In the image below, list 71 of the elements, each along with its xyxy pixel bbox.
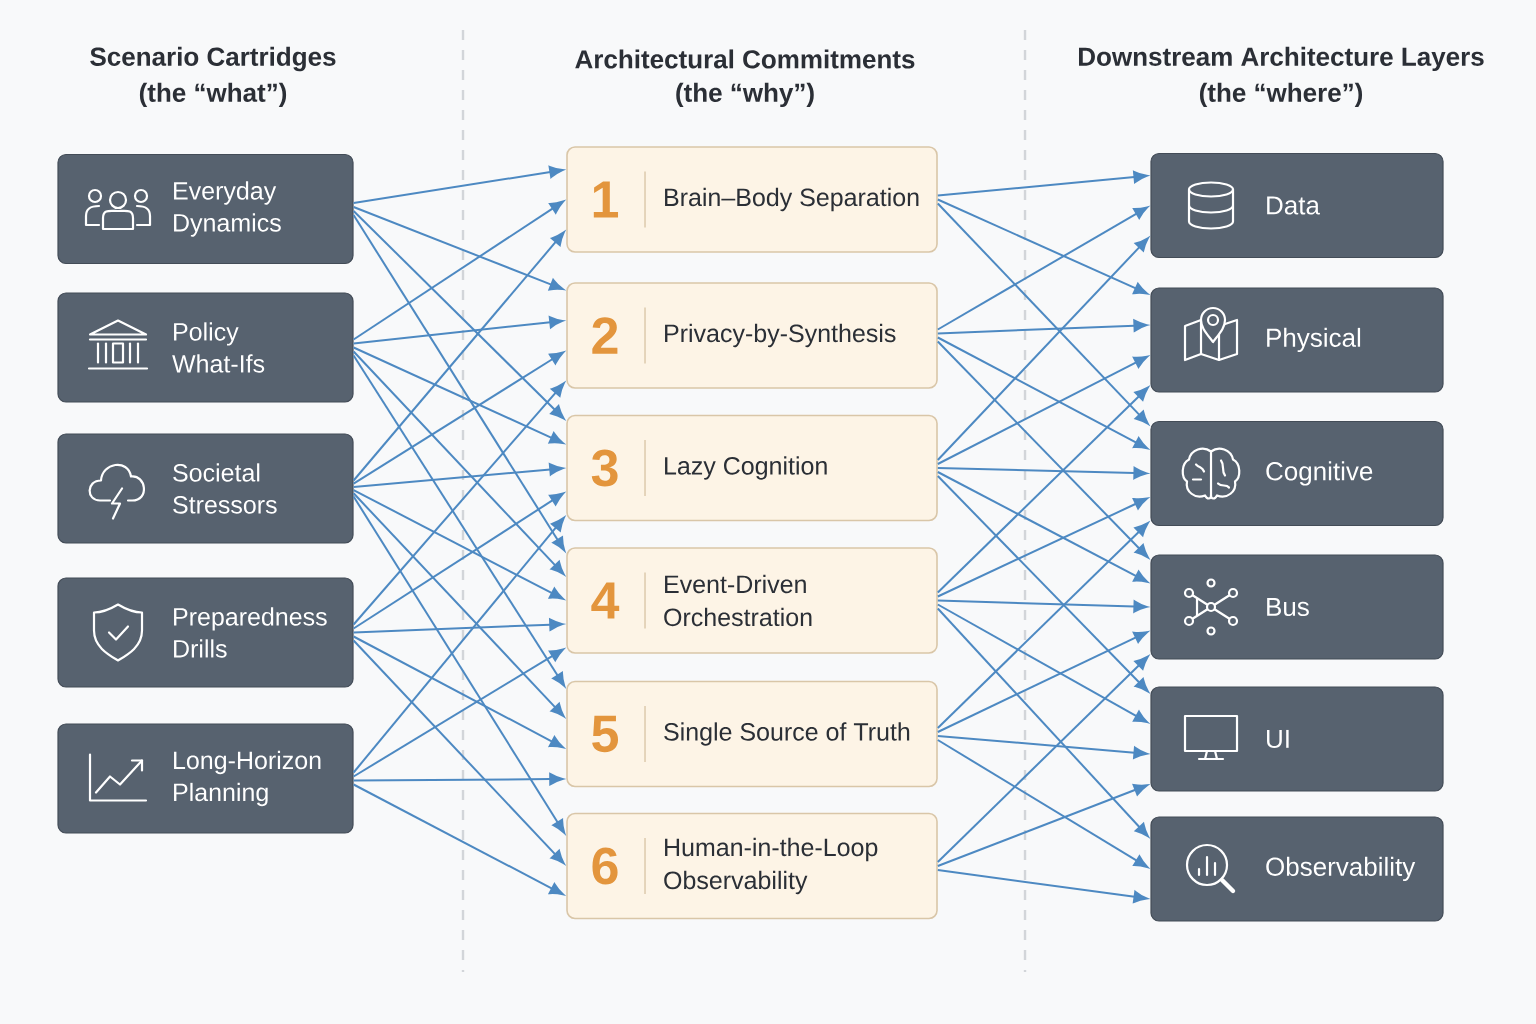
arrow (936, 340, 1149, 559)
scenario-box: Preparedness Drills (57, 577, 354, 688)
layer-box: Physical (1150, 287, 1444, 393)
arrow (936, 869, 1148, 903)
arrow (352, 316, 564, 345)
arrow (936, 522, 1149, 729)
scenario-box: Policy What-Ifs (57, 292, 354, 403)
arrow (352, 772, 564, 786)
arrow (352, 382, 565, 626)
arrow (936, 198, 1148, 295)
arrow (352, 492, 565, 718)
arrow (936, 739, 1149, 869)
arrow (352, 635, 564, 749)
layer-box: UI (1150, 686, 1444, 792)
arrow (936, 336, 1149, 450)
arrow (936, 603, 1149, 724)
arrow (936, 735, 1148, 759)
column-heading: Architectural Commitments (575, 49, 915, 69)
arrow (352, 350, 565, 576)
commitment-box: 6 Human-in-the-Loop Observability (566, 812, 938, 920)
arrow (936, 497, 1148, 598)
column-heading: Downstream Architecture Layers (1079, 46, 1484, 72)
arrow (352, 516, 565, 774)
commitment-box: 1 Brain–Body Separation (566, 146, 938, 253)
column-heading: Scenario Cartridges (90, 46, 336, 72)
arrow (936, 783, 1148, 867)
arrow (352, 639, 565, 865)
arrow (936, 466, 1148, 480)
layer-box: Bus (1150, 554, 1444, 660)
arrow (936, 631, 1148, 733)
arrow (352, 648, 564, 778)
arrow (352, 165, 564, 204)
arrow (352, 495, 566, 834)
arrow (352, 463, 564, 488)
arrow (352, 489, 564, 600)
column-subheading: (the “what”) (139, 82, 287, 108)
commitment-box: 4 Event-Driven Orchestration (566, 547, 938, 654)
arrow (936, 655, 1149, 863)
column-subheading: (the “why”) (676, 82, 814, 108)
arrow (352, 210, 565, 420)
arrow (352, 618, 564, 634)
scenario-box: Long-Horizon Planning (57, 723, 354, 834)
arrow (936, 355, 1149, 465)
arrow (352, 206, 564, 291)
arrow (936, 599, 1148, 613)
arrow (936, 202, 1149, 425)
arrow (352, 351, 564, 485)
layer-box: Data (1150, 152, 1444, 259)
commitment-box: 3 Lazy Cognition (566, 414, 938, 522)
arrow (936, 475, 1149, 693)
arrow (352, 231, 565, 482)
arrow (352, 783, 564, 896)
arrow (352, 354, 566, 687)
arrow (936, 237, 1149, 461)
commitment-box: 2 Privacy-by-Synthesis (566, 282, 938, 389)
arrow (352, 492, 565, 630)
arrow (936, 607, 1149, 838)
arrow (936, 471, 1149, 583)
layer-box: Observability (1150, 816, 1444, 922)
scenario-box: Societal Stressors (57, 433, 354, 544)
arrow (936, 170, 1148, 197)
arrow (936, 319, 1148, 335)
column-subheading: (the “where”) (1199, 82, 1363, 108)
arrow (352, 214, 566, 552)
arrow (936, 386, 1149, 594)
commitment-box: 5 Single Source of Truth (566, 680, 938, 788)
scenario-box: Everyday Dynamics (57, 153, 354, 265)
layer-box: Cognitive (1150, 420, 1444, 527)
arrow (352, 346, 564, 444)
arrow (936, 206, 1149, 331)
arrow (352, 200, 565, 341)
